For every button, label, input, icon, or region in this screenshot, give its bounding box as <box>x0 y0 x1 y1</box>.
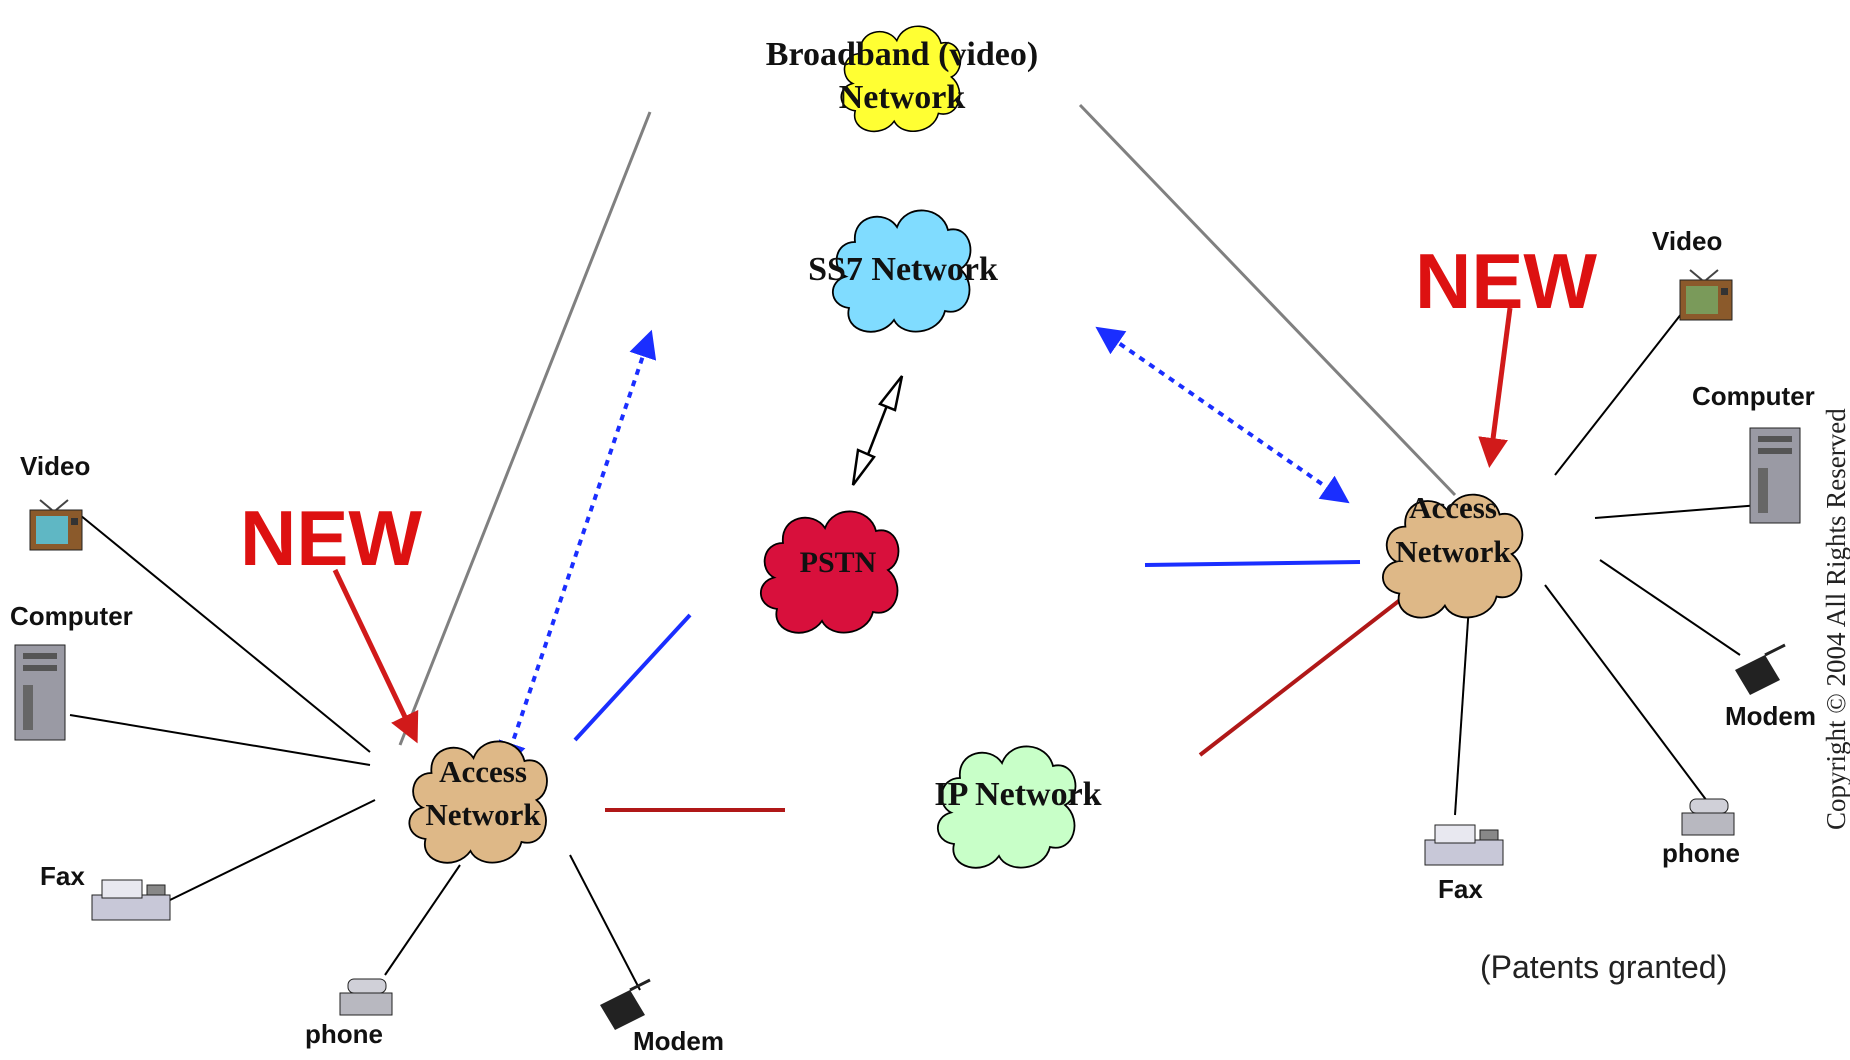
right-device-links <box>1454 289 1761 816</box>
right-modem-device: Modem <box>1725 643 1816 731</box>
computer-tower-icon <box>14 644 66 741</box>
right-video-label: Video <box>1652 226 1722 256</box>
ss7-pstn-link <box>851 375 904 486</box>
tv-icon <box>1679 269 1733 321</box>
phone-icon <box>1681 798 1735 836</box>
ss7-label: SS7 Network <box>808 251 998 288</box>
right-video-device: Video <box>1652 226 1733 321</box>
access-network-left-cloud: Access Network <box>407 739 549 865</box>
new-label-left: NEW <box>240 494 422 582</box>
access-right-line1: Access <box>1409 490 1497 525</box>
left-computer-device: Computer <box>10 601 133 741</box>
left-device-links <box>69 514 641 991</box>
right-phone-label: phone <box>1662 838 1740 868</box>
new-arrow-right <box>1478 307 1513 468</box>
ss7-link-left <box>498 329 657 771</box>
right-modem-label: Modem <box>1725 701 1816 731</box>
left-modem-device: Modem <box>600 978 724 1056</box>
pstn-label: PSTN <box>800 546 877 579</box>
modem-icon <box>600 978 651 1030</box>
right-fax-device: Fax <box>1424 824 1504 904</box>
pstn-link-right <box>1144 560 1361 567</box>
access-right-line2: Network <box>1395 534 1511 569</box>
broadband-label-line2: Network <box>839 79 966 116</box>
pstn-cloud: PSTN <box>761 511 899 632</box>
left-phone-device: phone <box>305 978 393 1049</box>
access-left-line2: Network <box>425 797 541 832</box>
copyright-notice: Copyright © 2004 All Rights Reserved <box>1821 408 1850 830</box>
left-video-device: Video <box>20 451 90 551</box>
left-fax-label: Fax <box>40 861 85 891</box>
ss7-link-right <box>1095 326 1350 504</box>
left-phone-label: phone <box>305 1019 383 1049</box>
left-computer-label: Computer <box>10 601 133 631</box>
access-left-line1: Access <box>439 754 527 789</box>
computer-tower-icon <box>1749 427 1801 524</box>
right-phone-device: phone <box>1662 798 1740 868</box>
patents-note: (Patents granted) <box>1480 949 1727 985</box>
right-fax-label: Fax <box>1438 874 1483 904</box>
left-modem-label: Modem <box>633 1026 724 1055</box>
broadband-label-line1: Broadband (video) <box>766 36 1038 73</box>
modem-icon <box>1735 643 1786 695</box>
broadband-link-right <box>1078 103 1457 497</box>
phone-icon <box>339 978 393 1016</box>
new-label-right: NEW <box>1415 237 1597 325</box>
broadband-link-left <box>398 111 652 746</box>
fax-icon <box>91 879 171 921</box>
fax-icon <box>1424 824 1504 866</box>
ip-network-cloud: IP Network <box>934 746 1102 867</box>
ss7-network-cloud: SS7 Network <box>808 210 998 331</box>
right-computer-label: Computer <box>1692 381 1815 411</box>
broadband-network-cloud: Broadband (video) Network <box>766 26 1038 131</box>
ip-network-label: IP Network <box>934 776 1101 813</box>
tv-icon <box>29 499 83 551</box>
right-computer-device: Computer <box>1692 381 1815 524</box>
left-fax-device: Fax <box>40 861 171 921</box>
access-network-right-cloud: Access Network <box>1381 490 1524 620</box>
left-video-label: Video <box>20 451 90 481</box>
new-arrow-left <box>332 568 419 744</box>
pstn-link-left <box>573 613 692 742</box>
ip-link-right <box>1198 598 1402 757</box>
